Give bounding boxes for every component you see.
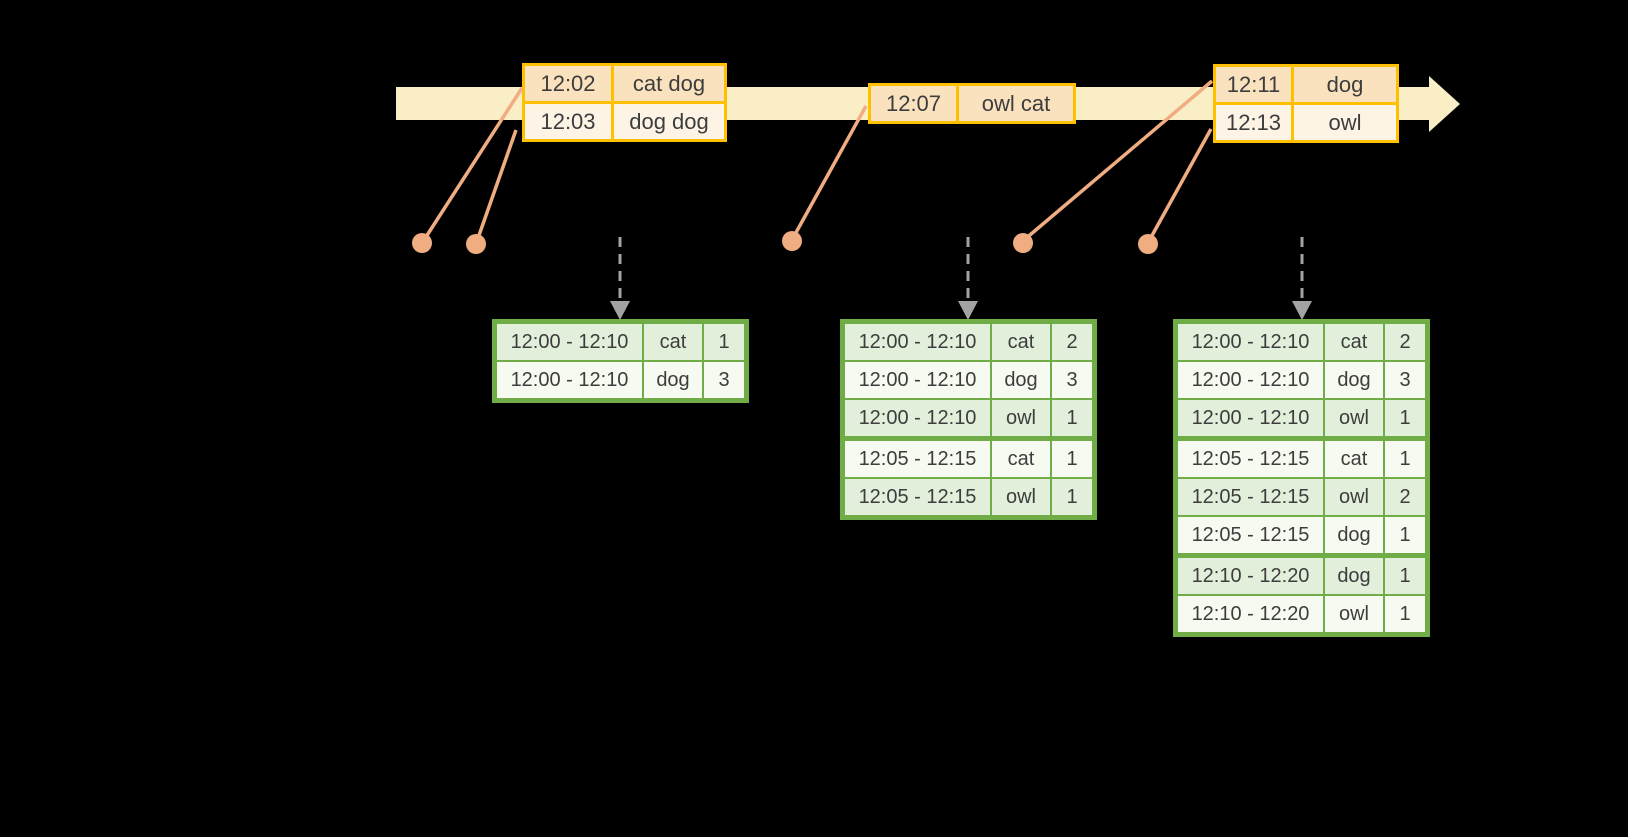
result-count-cell: 1 [1052, 400, 1092, 436]
result-word-cell: dog [1325, 517, 1383, 553]
result-count-cell: 1 [1052, 441, 1092, 477]
dashed-arrow-head-icon [610, 301, 630, 320]
result-window-cell: 12:00 - 12:10 [845, 324, 990, 360]
result-word-cell: cat [1325, 324, 1383, 360]
result-window-cell: 12:05 - 12:15 [845, 441, 990, 477]
event-time-cell: 12:02 [525, 66, 611, 101]
result-window-cell: 12:00 - 12:10 [1178, 400, 1323, 436]
result-word-cell: dog [644, 362, 702, 398]
result-window-cell: 12:00 - 12:10 [1178, 362, 1323, 398]
result-word-cell: cat [1325, 441, 1383, 477]
event-words-cell: owl cat [959, 86, 1073, 121]
result-word-cell: owl [1325, 596, 1383, 632]
result-window-cell: 12:05 - 12:15 [845, 479, 990, 515]
connector-line [475, 129, 518, 242]
result-window-cell: 12:00 - 12:10 [1178, 324, 1323, 360]
result-word-cell: dog [1325, 558, 1383, 594]
event-dot [782, 231, 802, 251]
result-word-cell: dog [1325, 362, 1383, 398]
result-window-cell: 12:10 - 12:20 [1178, 596, 1323, 632]
result-count-cell: 3 [1385, 362, 1425, 398]
result-count-cell: 2 [1052, 324, 1092, 360]
result-count-cell: 1 [1385, 517, 1425, 553]
event-dot [466, 234, 486, 254]
result-word-cell: owl [1325, 479, 1383, 515]
result-word-cell: cat [644, 324, 702, 360]
event-time-cell: 12:07 [871, 86, 956, 121]
result-count-cell: 1 [1052, 479, 1092, 515]
result-word-cell: cat [992, 324, 1050, 360]
result-window-cell: 12:05 - 12:15 [1178, 517, 1323, 553]
dashed-arrow-head-icon [1292, 301, 1312, 320]
event-words-cell: owl [1294, 105, 1396, 140]
result-window-cell: 12:10 - 12:20 [1178, 558, 1323, 594]
dashed-arrow-head-icon [958, 301, 978, 320]
result-count-cell: 2 [1385, 479, 1425, 515]
event-time-cell: 12:03 [525, 104, 611, 139]
result-window-cell: 12:00 - 12:10 [497, 362, 642, 398]
result-count-cell: 2 [1385, 324, 1425, 360]
event-time-cell: 12:11 [1216, 67, 1291, 102]
result-count-cell: 3 [1052, 362, 1092, 398]
result-word-cell: dog [992, 362, 1050, 398]
event-dot [1138, 234, 1158, 254]
event-words-cell: cat dog [614, 66, 724, 101]
result-window-cell: 12:00 - 12:10 [845, 362, 990, 398]
result-window-cell: 12:05 - 12:15 [1178, 441, 1323, 477]
result-count-cell: 1 [1385, 596, 1425, 632]
result-count-cell: 3 [704, 362, 744, 398]
result-word-cell: owl [992, 479, 1050, 515]
event-words-cell: dog dog [614, 104, 724, 139]
event-dot [412, 233, 432, 253]
event-time-cell: 12:13 [1216, 105, 1291, 140]
result-count-cell: 1 [704, 324, 744, 360]
result-word-cell: owl [992, 400, 1050, 436]
result-window-cell: 12:00 - 12:10 [497, 324, 642, 360]
result-count-cell: 1 [1385, 558, 1425, 594]
result-count-cell: 1 [1385, 441, 1425, 477]
result-window-cell: 12:05 - 12:15 [1178, 479, 1323, 515]
connector-line [791, 105, 868, 239]
result-word-cell: cat [992, 441, 1050, 477]
connector-line [1147, 128, 1213, 242]
result-word-cell: owl [1325, 400, 1383, 436]
event-dot [1013, 233, 1033, 253]
timeline-arrowhead-icon [1429, 76, 1460, 132]
result-count-cell: 1 [1385, 400, 1425, 436]
result-window-cell: 12:00 - 12:10 [845, 400, 990, 436]
event-words-cell: dog [1294, 67, 1396, 102]
